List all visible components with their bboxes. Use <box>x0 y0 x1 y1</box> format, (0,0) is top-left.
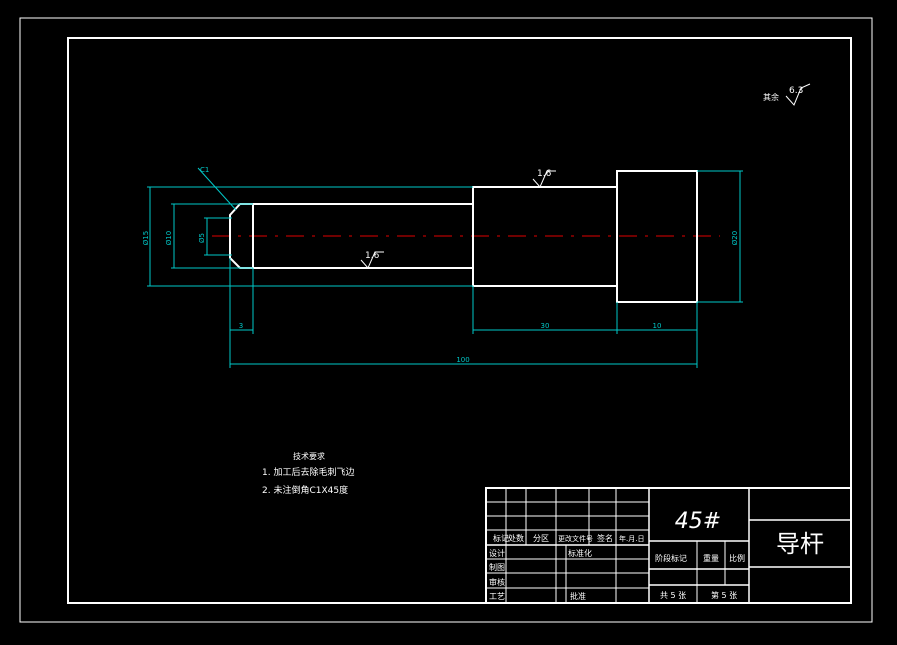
roughness-symbol-bottom: 1.6 <box>360 251 384 269</box>
inner-frame <box>67 37 852 604</box>
sheet-number: 第 5 张 <box>711 590 737 600</box>
general-roughness-note: 其余 6.3 <box>763 83 811 106</box>
tech-req-item: 1. 加工后去除毛刺飞边 <box>262 466 354 478</box>
standardize-label: 标准化 <box>568 548 592 558</box>
dim-len-100: 100 <box>456 356 469 364</box>
dimension-lines <box>147 167 743 368</box>
row-draw: 制图 <box>489 562 505 572</box>
header-sign: 签名 <box>597 533 613 543</box>
dim-d20: Ø20 <box>731 231 739 245</box>
roughness-symbol-top: 1.6 <box>532 169 556 188</box>
dim-len-10: 10 <box>653 322 662 330</box>
dim-len-30: 30 <box>541 322 550 330</box>
stage-mark-label: 阶段标记 <box>655 553 687 563</box>
svg-text:其余: 其余 <box>763 92 779 102</box>
dim-len-3: 3 <box>239 322 243 330</box>
row-process: 工艺 <box>489 592 505 601</box>
weight-label: 重量 <box>703 553 719 563</box>
part-outline <box>229 170 698 303</box>
header-zone: 分区 <box>533 534 549 543</box>
material-label: 45# <box>675 509 721 534</box>
part-name: 导杆 <box>776 530 824 558</box>
header-change-doc: 更改文件号 <box>558 534 593 543</box>
row-design: 设计 <box>489 548 505 558</box>
dim-d15: Ø15 <box>142 231 150 245</box>
header-mark: 标记 <box>493 533 509 543</box>
header-date: 年.月.日 <box>619 534 644 543</box>
row-review: 审核 <box>489 577 505 587</box>
svg-text:1.6: 1.6 <box>365 251 380 261</box>
svg-text:6.3: 6.3 <box>789 86 803 96</box>
dim-d5: Ø5 <box>198 233 206 243</box>
tech-req-title: 技术要求 <box>293 451 325 461</box>
scale-label: 比例 <box>729 553 745 563</box>
outer-frame <box>19 17 873 623</box>
dim-d10: Ø10 <box>165 231 173 245</box>
total-sheets: 共 5 张 <box>660 591 686 600</box>
header-count: 处数 <box>508 533 524 543</box>
tech-req-item: 2. 未注倒角C1X45度 <box>262 484 348 496</box>
chamfer-label: C1 <box>200 166 209 174</box>
svg-text:1.6: 1.6 <box>537 169 552 179</box>
approve-label: 批准 <box>570 591 586 601</box>
title-block <box>485 487 852 604</box>
